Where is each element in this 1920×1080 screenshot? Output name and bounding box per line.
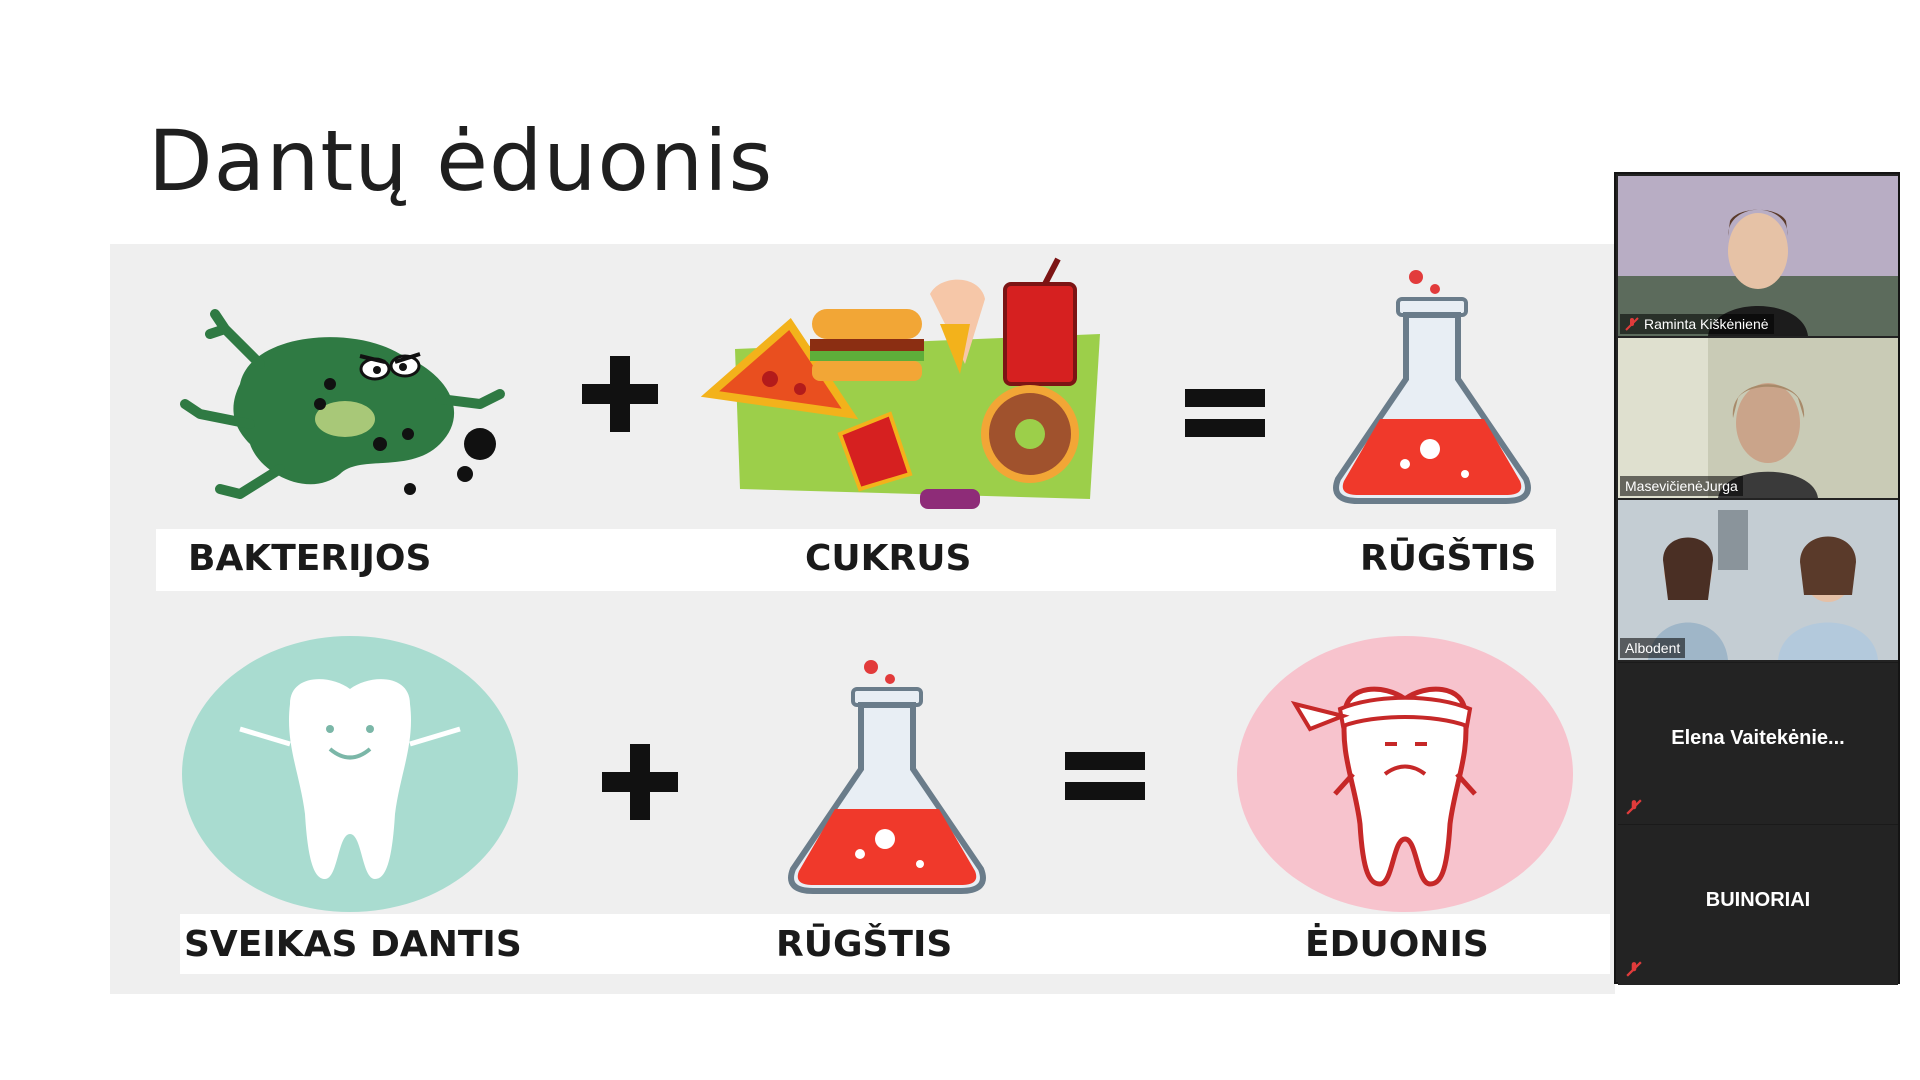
muted-mic-icon <box>1625 317 1639 331</box>
plus-icon <box>582 356 658 432</box>
acid-flask-icon-2 <box>788 660 986 894</box>
video-gallery-panel: Raminta Kiškėnienė MasevičienėJurga Albo… <box>1614 172 1900 985</box>
label-acid-row2: RŪGŠTIS <box>776 924 953 965</box>
participant-video <box>1618 338 1898 498</box>
label-sugar: CUKRUS <box>805 538 972 579</box>
label-healthy-tooth: SVEIKAS DANTIS <box>184 924 522 965</box>
row2-label-strip <box>180 914 1610 974</box>
participant-name-tag: Raminta Kiškėnienė <box>1620 314 1774 334</box>
participant-video <box>1618 176 1898 336</box>
equals-icon-2 <box>1065 752 1145 800</box>
participant-name: Elena Vaitekėnie... <box>1671 727 1845 749</box>
slide-title: Dantų ėduonis <box>148 112 774 210</box>
equals-icon <box>1185 389 1265 437</box>
label-bacteria: BAKTERIJOS <box>188 538 432 579</box>
row1-label-strip <box>156 529 1556 591</box>
participant-video <box>1618 500 1898 660</box>
plus-icon-2 <box>602 744 678 820</box>
illustration-panel: BAKTERIJOS CUKRUS RŪGŠTIS SVEIKAS DANTIS… <box>110 244 1615 994</box>
participant-name: BUINORIAI <box>1705 889 1811 911</box>
participant-tile[interactable]: BUINORIAI <box>1618 824 1898 985</box>
participant-tile[interactable]: MasevičienėJurga <box>1618 338 1898 498</box>
participant-name-tag: Albodent <box>1620 638 1686 658</box>
muted-mic-icon <box>1626 799 1642 815</box>
acid-flask-icon <box>1333 270 1531 504</box>
label-caries: ĖDUONIS <box>1305 924 1489 965</box>
healthy-tooth-icon <box>182 636 518 912</box>
label-acid-row1: RŪGŠTIS <box>1360 538 1537 579</box>
participant-name-tag: MasevičienėJurga <box>1620 476 1743 496</box>
sugar-foods-icon <box>700 257 1100 509</box>
participant-tile-active-speaker[interactable]: Albodent <box>1618 500 1898 660</box>
caries-tooth-icon <box>1237 636 1573 912</box>
muted-mic-icon <box>1626 961 1642 977</box>
participant-tile[interactable]: Elena Vaitekėnie... <box>1618 662 1898 823</box>
participant-tile[interactable]: Raminta Kiškėnienė <box>1618 176 1898 336</box>
bacteria-germ-icon <box>180 309 505 499</box>
